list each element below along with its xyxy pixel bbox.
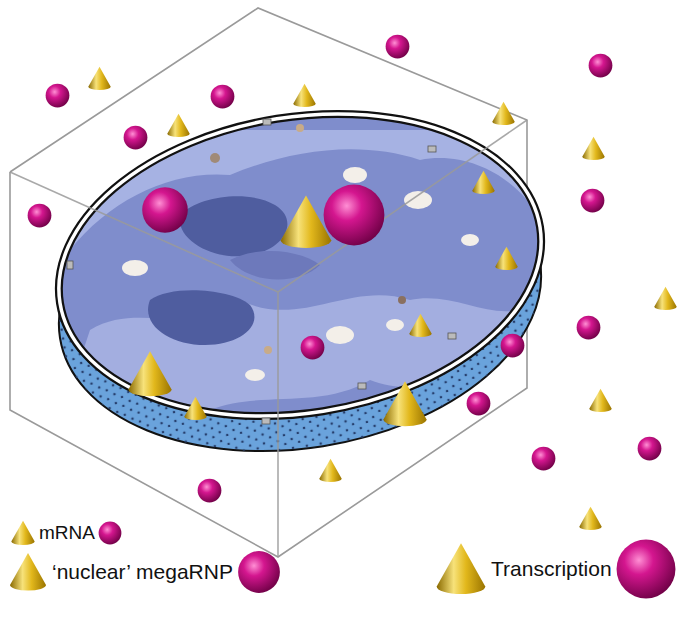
mrna-sphere xyxy=(301,336,325,360)
nucleus xyxy=(37,81,563,484)
legend-cone-sample xyxy=(434,542,488,596)
particles xyxy=(28,35,677,530)
mrna-cone xyxy=(654,287,677,310)
mrna-cone xyxy=(184,397,207,420)
megarnp-cone xyxy=(128,351,171,396)
sphere-symbol xyxy=(99,522,122,545)
legend-cone-sample xyxy=(10,520,36,546)
transcription-cone xyxy=(281,195,331,248)
mrna-sphere xyxy=(211,85,235,109)
legend-sphere-sample xyxy=(237,550,281,594)
mrna-cone xyxy=(582,137,605,160)
cube-wireframe xyxy=(10,120,527,557)
mrna-cone xyxy=(492,102,515,125)
mrna-sphere xyxy=(577,316,601,340)
legend-sphere-sample xyxy=(615,538,677,600)
mrna-cone xyxy=(589,389,612,412)
cone-symbol xyxy=(437,543,486,594)
transcription-sphere xyxy=(324,185,385,246)
mrna-cone xyxy=(472,171,495,194)
mrna-cone xyxy=(88,67,111,90)
legend-entry: ‘nuclear’ megaRNP xyxy=(8,550,281,594)
mrna-sphere xyxy=(198,479,222,503)
mrna-cone xyxy=(319,459,342,482)
mrna-cone xyxy=(579,507,602,530)
mrna-cone xyxy=(167,114,190,137)
mrna-sphere xyxy=(638,437,662,461)
sphere-symbol xyxy=(238,551,280,593)
megarnp-cone xyxy=(383,381,426,426)
legend-entry: Transcription xyxy=(434,538,677,600)
mrna-sphere xyxy=(46,84,70,108)
sphere-symbol xyxy=(616,540,675,599)
cone-symbol xyxy=(10,553,46,591)
legend-label: ‘nuclear’ megaRNP xyxy=(52,560,233,584)
megarnp-sphere xyxy=(142,187,188,233)
mrna-cone xyxy=(495,247,518,270)
mrna-sphere xyxy=(581,189,605,213)
legend-sphere-sample xyxy=(98,521,122,545)
mrna-sphere xyxy=(501,334,525,358)
mrna-sphere xyxy=(532,447,556,471)
mrna-sphere xyxy=(124,126,148,150)
mrna-cone xyxy=(293,84,316,107)
mrna-sphere xyxy=(386,35,410,59)
legend-entry: mRNA xyxy=(10,520,122,546)
legend-label: Transcription xyxy=(491,557,612,581)
cone-symbol xyxy=(11,521,34,545)
mrna-sphere xyxy=(589,54,613,78)
legend-label: mRNA xyxy=(39,522,95,544)
mrna-sphere xyxy=(467,392,491,416)
mrna-cone xyxy=(409,314,432,337)
legend-cone-sample xyxy=(8,552,48,592)
mrna-sphere xyxy=(28,204,52,228)
